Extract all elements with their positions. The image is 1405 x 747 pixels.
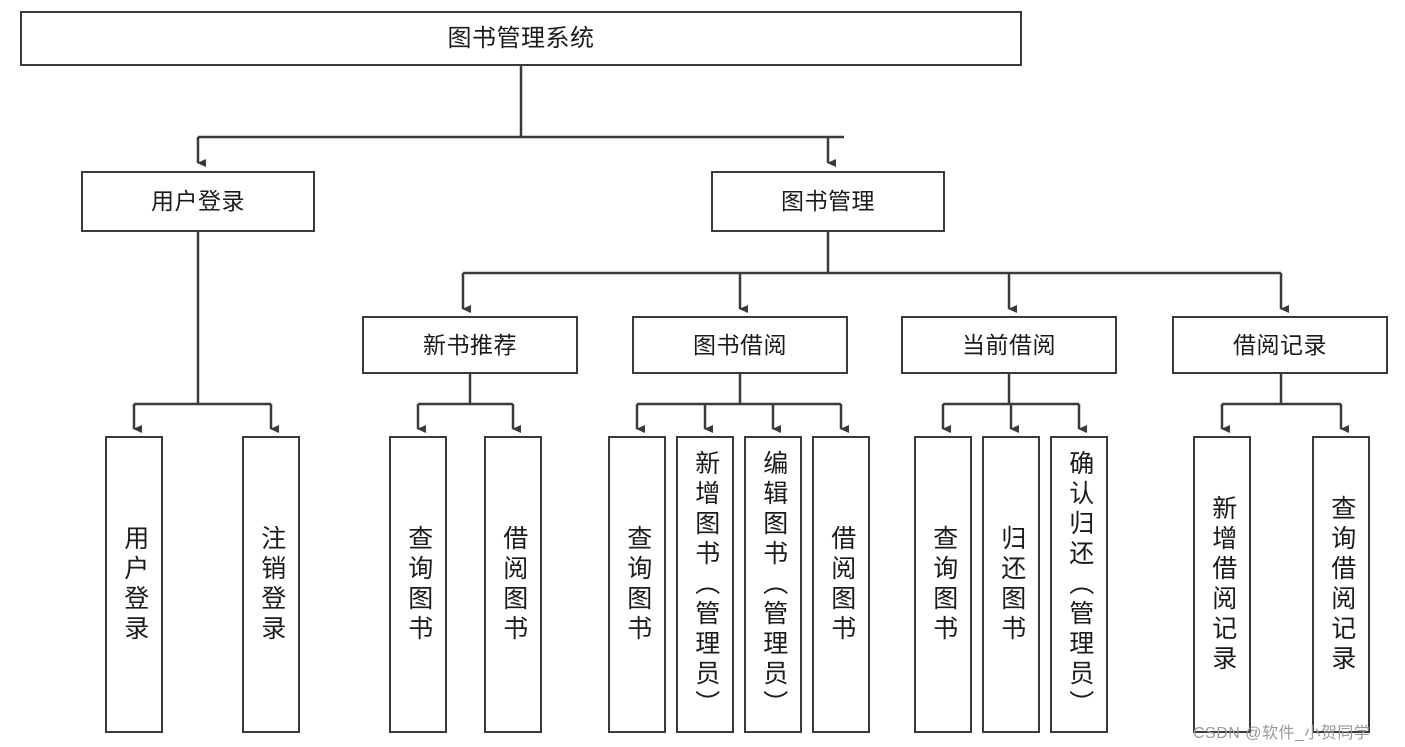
node-new-book-recommend[interactable]: 新书推荐 [362, 316, 578, 374]
leaf-new-book-borrow[interactable]: 借阅图书 [484, 436, 542, 733]
node-root-label: 图书管理系统 [447, 24, 595, 52]
leaf-borrow-add-book-label: 新增图书（管理员） [691, 449, 720, 720]
leaf-current-query-book-label: 查询图书 [929, 524, 958, 645]
node-new-book-recommend-label: 新书推荐 [423, 331, 517, 358]
leaf-current-confirm-return-label: 确认归还（管理员） [1065, 449, 1094, 720]
leaf-new-book-query-label: 查询图书 [404, 524, 433, 645]
leaf-borrow-borrow-book[interactable]: 借阅图书 [812, 436, 870, 733]
leaf-record-query-label: 查询借阅记录 [1327, 494, 1356, 675]
leaf-new-book-borrow-label: 借阅图书 [499, 524, 528, 645]
leaf-borrow-add-book[interactable]: 新增图书（管理员） [676, 436, 734, 733]
node-current-borrow-label: 当前借阅 [962, 331, 1056, 358]
leaf-user-login-login[interactable]: 用户登录 [105, 436, 163, 733]
leaf-borrow-edit-book[interactable]: 编辑图书（管理员） [744, 436, 802, 733]
node-borrow-record[interactable]: 借阅记录 [1172, 316, 1388, 374]
leaf-current-return-book-label: 归还图书 [997, 524, 1026, 645]
leaf-borrow-query-book[interactable]: 查询图书 [608, 436, 666, 733]
leaf-current-return-book[interactable]: 归还图书 [982, 436, 1040, 733]
leaf-borrow-query-book-label: 查询图书 [623, 524, 652, 645]
node-book-management[interactable]: 图书管理 [711, 171, 945, 232]
node-book-borrow-label: 图书借阅 [693, 331, 787, 358]
node-user-login-label: 用户登录 [151, 188, 245, 215]
leaf-record-query[interactable]: 查询借阅记录 [1312, 436, 1370, 733]
leaf-borrow-edit-book-label: 编辑图书（管理员） [759, 449, 788, 720]
node-borrow-record-label: 借阅记录 [1233, 331, 1327, 358]
leaf-record-add[interactable]: 新增借阅记录 [1193, 436, 1251, 733]
node-current-borrow[interactable]: 当前借阅 [901, 316, 1117, 374]
leaf-new-book-query[interactable]: 查询图书 [389, 436, 447, 733]
leaf-user-login-logout-label: 注销登录 [257, 524, 286, 645]
leaf-current-confirm-return[interactable]: 确认归还（管理员） [1050, 436, 1108, 733]
node-book-borrow[interactable]: 图书借阅 [632, 316, 848, 374]
leaf-current-query-book[interactable]: 查询图书 [914, 436, 972, 733]
node-root[interactable]: 图书管理系统 [20, 11, 1022, 66]
leaf-record-add-label: 新增借阅记录 [1208, 494, 1237, 675]
node-book-management-label: 图书管理 [781, 188, 875, 215]
leaf-borrow-borrow-book-label: 借阅图书 [827, 524, 856, 645]
leaf-user-login-login-label: 用户登录 [120, 524, 149, 645]
csdn-watermark: CSDN @软件_小贺同学 [1193, 725, 1371, 742]
node-user-login[interactable]: 用户登录 [81, 171, 315, 232]
leaf-user-login-logout[interactable]: 注销登录 [242, 436, 300, 733]
